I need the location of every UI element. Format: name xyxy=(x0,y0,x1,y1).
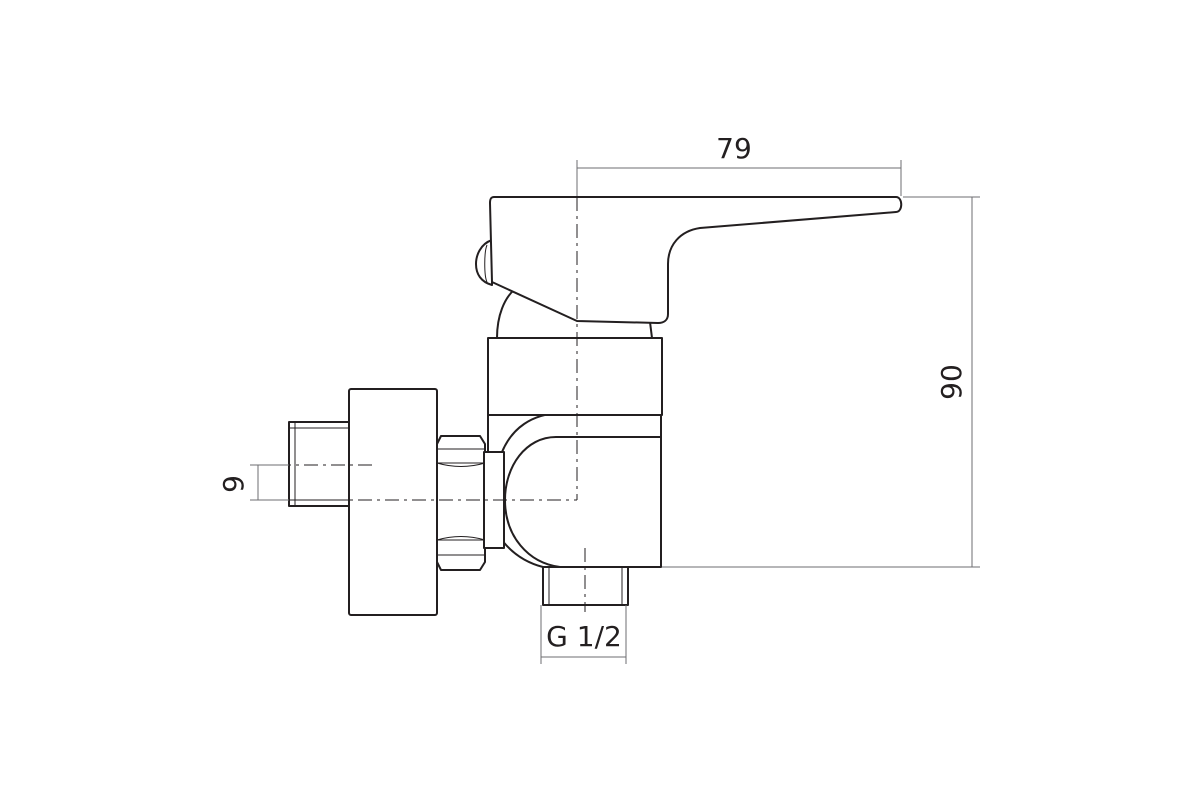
hex-nut-chamfer xyxy=(436,462,486,467)
dimension-total-height: 90 xyxy=(662,196,980,568)
dimension-label-79: 79 xyxy=(716,132,752,165)
eccentric-pipe xyxy=(288,421,352,507)
lever-rear-cap xyxy=(475,239,493,286)
mixer-body xyxy=(483,287,663,568)
dimension-lever-reach: 79 xyxy=(576,132,902,196)
lever-body xyxy=(489,196,903,324)
lever-rear-cap-edge xyxy=(484,244,488,283)
dimension-outlet-thread: G 1/2 xyxy=(540,605,627,664)
cartridge-housing xyxy=(487,337,663,416)
hex-nut-body xyxy=(436,435,486,571)
dimension-label-9: 9 xyxy=(217,475,250,493)
hex-nut xyxy=(436,435,486,571)
dimension-label-90: 90 xyxy=(935,364,968,400)
hex-nut-chamfer xyxy=(436,536,486,541)
dimension-eccentric-offset: 9 xyxy=(217,464,289,501)
lever-handle[interactable] xyxy=(475,196,903,324)
wall-connection xyxy=(288,388,486,616)
eccentric-pipe-body xyxy=(288,421,352,507)
dimension-label-g-half: G 1/2 xyxy=(546,620,622,653)
wall-flange xyxy=(348,388,438,616)
